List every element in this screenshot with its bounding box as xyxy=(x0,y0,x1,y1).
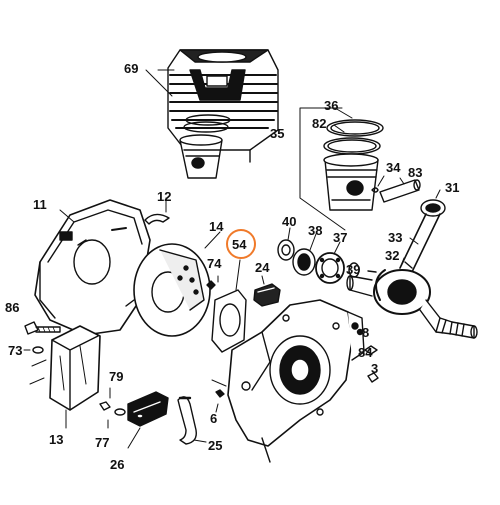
part-label-11: 11 xyxy=(33,197,47,212)
screw-drawing xyxy=(100,388,125,428)
part-label-35: 35 xyxy=(270,126,285,141)
part-label-13: 13 xyxy=(49,432,64,447)
gasket-drawing xyxy=(212,260,246,352)
part-label-83: 83 xyxy=(408,165,423,180)
part-label-77: 77 xyxy=(95,435,110,450)
part-label-39: 39 xyxy=(346,262,361,277)
highlight-circle xyxy=(226,229,256,259)
part-label-38: 38 xyxy=(308,223,323,238)
part-label-54: 54 xyxy=(232,237,247,252)
part-label-34: 34 xyxy=(386,160,401,175)
part-label-25: 25 xyxy=(208,438,223,453)
part-label-33: 33 xyxy=(388,230,403,245)
part-label-82: 82 xyxy=(312,116,327,131)
part-label-14: 14 xyxy=(209,219,224,234)
intake-part-drawing xyxy=(254,276,280,306)
stator-plate-drawing xyxy=(126,232,220,336)
part-label-12: 12 xyxy=(157,189,172,204)
part-label-40: 40 xyxy=(282,214,297,229)
part-label-79: 79 xyxy=(109,369,124,384)
part-label-86: 86 xyxy=(5,300,20,315)
part-label-37: 37 xyxy=(333,230,348,245)
cover-13-drawing xyxy=(30,326,100,428)
part-label-84: 84 xyxy=(358,345,373,360)
piston-drawing xyxy=(324,154,378,210)
cylinder-piston-drawing xyxy=(180,115,230,178)
part-label-32: 32 xyxy=(385,248,400,263)
part-label-6: 6 xyxy=(210,411,218,426)
part-label-26: 26 xyxy=(110,457,125,472)
part-label-8: 8 xyxy=(362,325,370,340)
cylinder-drawing xyxy=(168,50,278,162)
part-label-3: 3 xyxy=(371,361,379,376)
bearings-drawing xyxy=(278,240,376,283)
bracket-drawing xyxy=(178,397,206,444)
bolt-drawing xyxy=(24,322,60,353)
magneto-cover-drawing xyxy=(35,200,150,335)
wrist-pin-drawing xyxy=(372,180,420,202)
part-label-73: 73 xyxy=(8,343,23,358)
part-label-74: 74 xyxy=(207,256,222,271)
crankshaft-drawing xyxy=(347,200,477,338)
part-label-69: 69 xyxy=(124,61,139,76)
part-label-24: 24 xyxy=(255,260,270,275)
part-label-31: 31 xyxy=(445,180,460,195)
part-label-36: 36 xyxy=(324,98,339,113)
clamp-drawing xyxy=(128,392,168,448)
